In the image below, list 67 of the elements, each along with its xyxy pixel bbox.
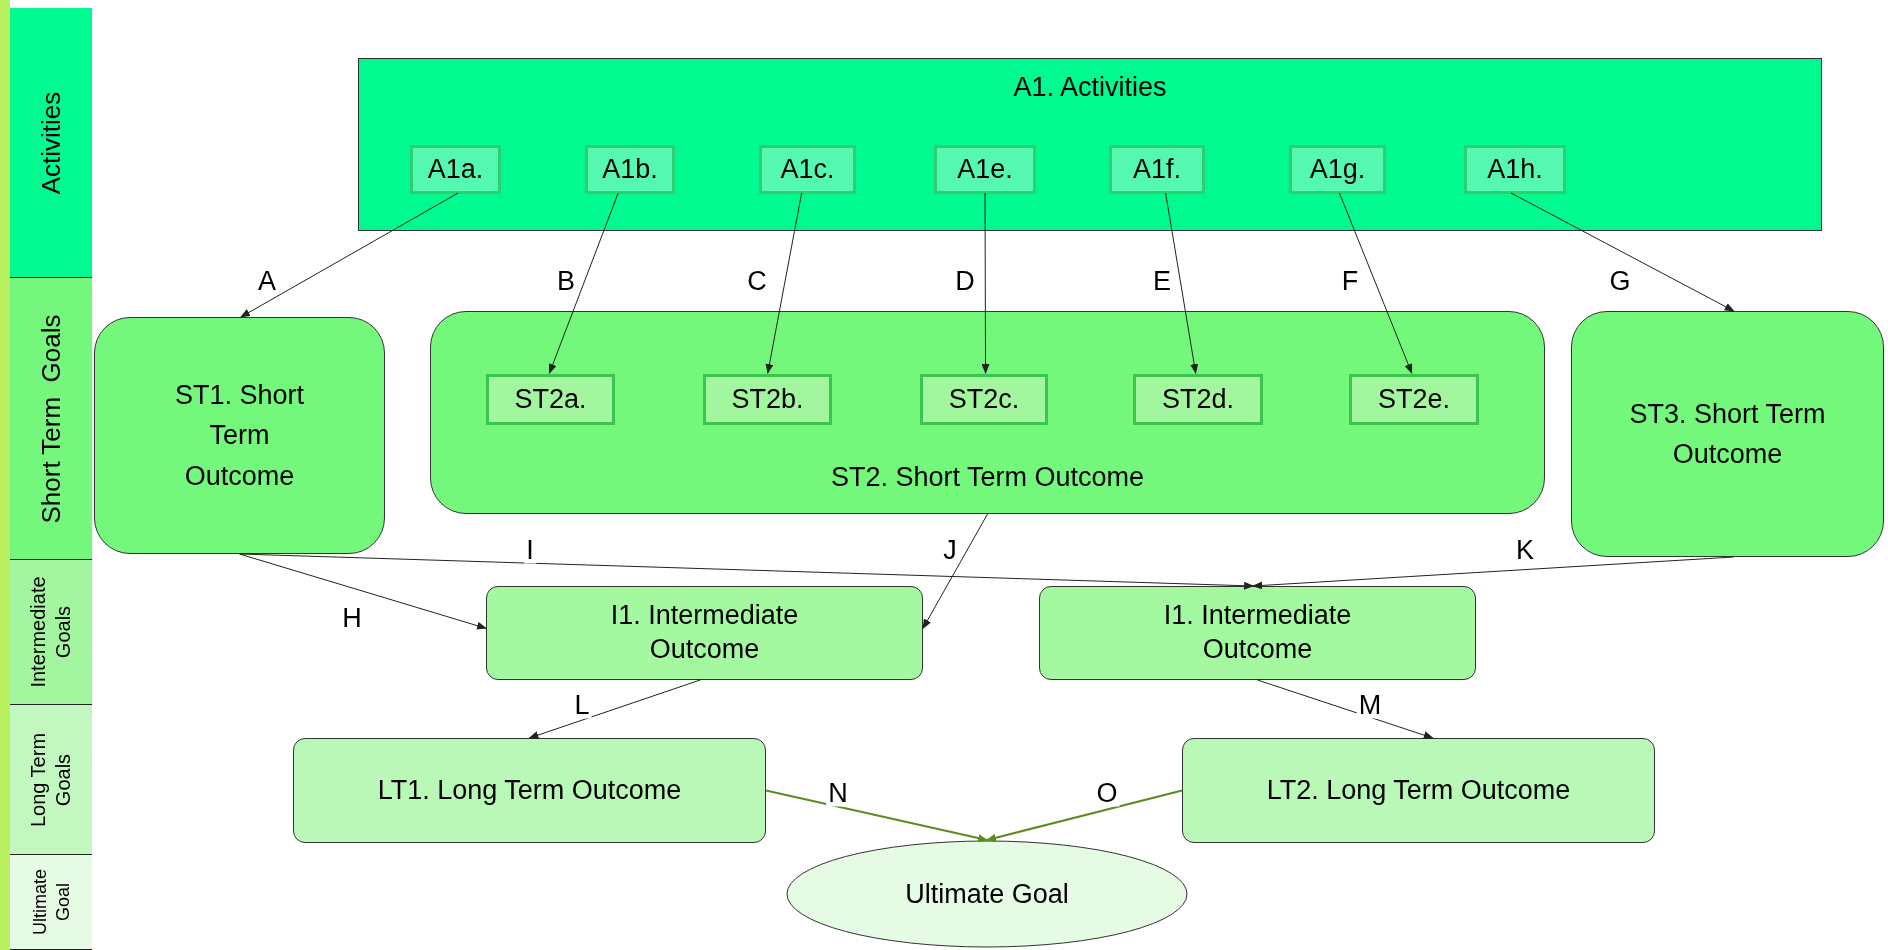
- arrow: [1165, 192, 1199, 374]
- outcome-label: I1. Intermediate Outcome: [1162, 599, 1353, 666]
- arrow: [239, 553, 487, 630]
- item-label: A1h.: [1487, 153, 1543, 187]
- arrow: [1338, 192, 1413, 374]
- arrow: [1252, 556, 1735, 590]
- item-label: A1e.: [957, 153, 1013, 187]
- item-box: [410, 145, 501, 194]
- outcome-label: ST3. Short Term Outcome: [1628, 397, 1827, 471]
- item-box: [934, 145, 1036, 194]
- item-box: [1349, 374, 1479, 425]
- item-box: [703, 374, 832, 425]
- row-label: Ultimate Goal: [28, 868, 73, 937]
- item-label: A1c.: [780, 153, 835, 187]
- row-band: [10, 560, 92, 705]
- row-band: [10, 855, 92, 950]
- arrow: [548, 192, 619, 374]
- arrow: [981, 192, 990, 374]
- outcome-label: LT1. Long Term Outcome: [377, 774, 682, 808]
- item-box: [1109, 145, 1205, 194]
- item-box: [1464, 145, 1566, 194]
- outcome-box: [430, 311, 1545, 514]
- row-band: [10, 8, 92, 278]
- arrow: [986, 789, 1183, 842]
- item-box: [1133, 374, 1263, 425]
- outcome-box: [1182, 738, 1655, 843]
- row-band: [10, 705, 92, 855]
- goal-ellipse: [786, 840, 1188, 948]
- row-label: Long Term Goals: [26, 731, 75, 829]
- outcome-box: [486, 586, 923, 680]
- row-label: Activities: [34, 90, 67, 196]
- row-band: [10, 278, 92, 560]
- item-label: ST2e.: [1377, 383, 1450, 417]
- outcome-box: [1571, 311, 1884, 557]
- outcome-box: [94, 317, 385, 554]
- arrow: [765, 789, 988, 842]
- outcome-label: ST2. Short Term Outcome: [830, 460, 1145, 494]
- outcome-box: [1039, 586, 1476, 680]
- arrow: [1510, 192, 1735, 312]
- arrow: [528, 679, 701, 739]
- outcome-label: I1. Intermediate Outcome: [609, 599, 800, 666]
- outcome-label: Ultimate Goal: [905, 877, 1069, 911]
- item-box: [920, 374, 1048, 425]
- item-label: ST2b.: [731, 383, 804, 417]
- item-label: A1f.: [1133, 153, 1181, 187]
- outcome-box: [293, 738, 766, 843]
- outcome-label: A1. Activities: [1013, 71, 1167, 104]
- arrow: [765, 192, 803, 374]
- row-label: Short Term Goals: [34, 313, 67, 526]
- arrow: [240, 192, 459, 318]
- item-label: A1g.: [1309, 153, 1366, 187]
- arrow: [1257, 679, 1434, 739]
- arrow: [922, 513, 988, 630]
- item-box: [1289, 145, 1386, 194]
- activities-box: [358, 58, 1822, 231]
- row-label: Intermediate Goals: [26, 575, 75, 690]
- item-label: A1a.: [427, 153, 484, 187]
- item-label: ST2a.: [514, 383, 587, 417]
- item-label: ST2d.: [1161, 383, 1234, 417]
- outcome-label: ST1. Short Term Outcome: [173, 378, 306, 493]
- item-label: ST2c.: [948, 383, 1020, 417]
- arrow: [239, 553, 1255, 590]
- outcome-label: LT2. Long Term Outcome: [1266, 774, 1571, 808]
- item-label: A1b.: [602, 153, 658, 187]
- item-box: [585, 145, 675, 194]
- item-box: [486, 374, 615, 425]
- item-box: [759, 145, 856, 194]
